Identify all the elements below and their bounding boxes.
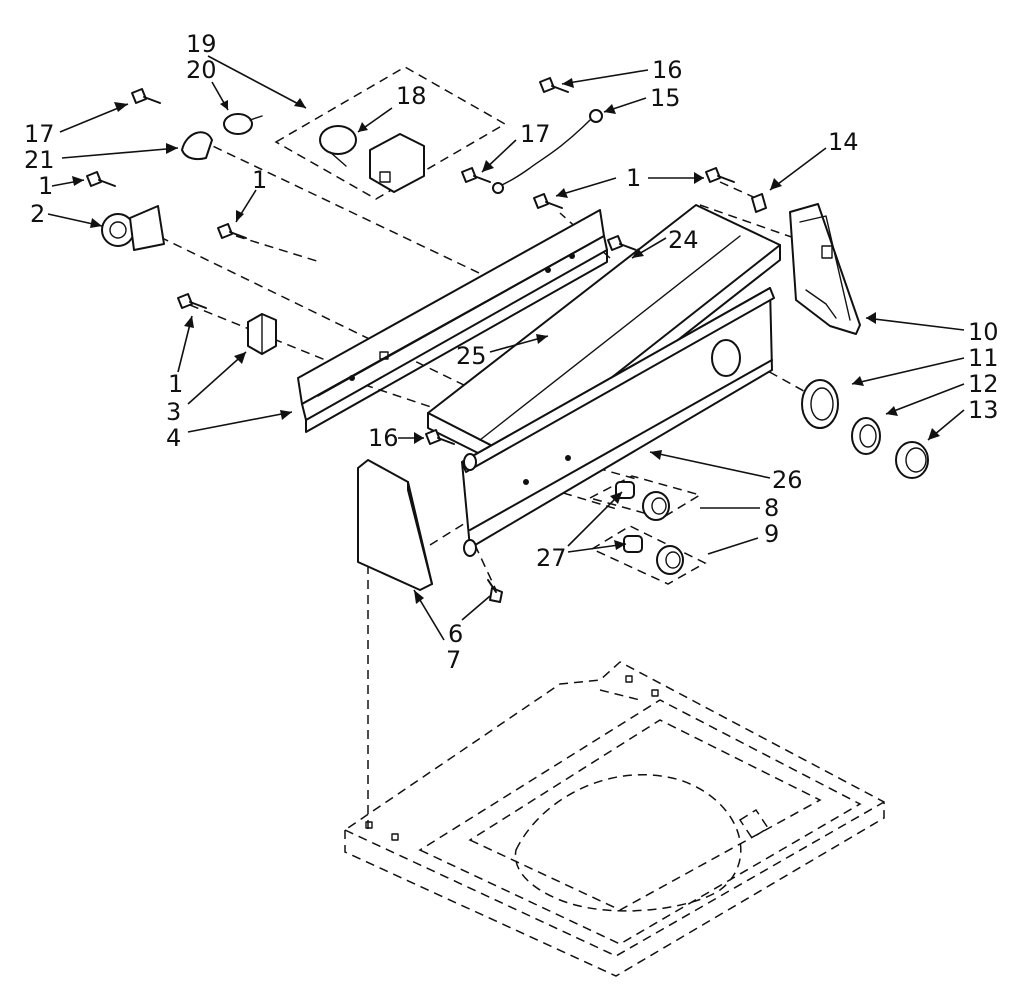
washer-top [344,661,885,977]
callout-16: 16 [368,424,399,452]
screw [539,77,569,93]
ground-wire [492,109,603,194]
retainer-clip [751,193,767,213]
screw [487,579,503,603]
callout-21: 21 [24,146,55,174]
callout-1: 1 [38,172,53,200]
callout-16: 16 [652,56,683,84]
callout-7: 7 [446,646,461,674]
callout-9: 9 [764,520,779,548]
callout-2: 2 [30,200,45,228]
console-panel [297,209,608,433]
knob-large [895,441,929,479]
callout-27: 27 [536,544,567,572]
leader-lines [47,55,965,641]
screw [607,235,637,251]
alignment-line [159,236,471,389]
callout-25: 25 [456,342,487,370]
callout-26: 26 [772,466,803,494]
skirt-ring [851,417,881,455]
switch-block [369,133,425,193]
panel-hole [711,339,741,377]
callout-12: 12 [968,370,999,398]
callout-4: 4 [166,424,181,452]
end-cap-right [789,203,861,335]
callout-1: 1 [626,164,641,192]
alignment-line [235,235,321,263]
callout-labels: 19 20 18 17 21 1 2 1 16 15 17 1 14 24 10… [24,30,999,674]
screw [217,223,247,239]
seal-ring [801,379,839,429]
screw [705,167,735,183]
callout-13: 13 [968,396,999,424]
screw [177,293,207,309]
callout-10: 10 [968,318,999,346]
control-panel [461,287,775,557]
timer-switch [101,205,165,251]
screw [131,88,161,104]
screw [86,171,116,187]
end-cap-left [357,459,433,591]
bracket [247,313,277,355]
group-box-9 [590,525,707,585]
alignment-line [474,544,497,591]
callout-17: 17 [520,120,551,148]
knob-8 [642,491,670,521]
clip [181,131,213,160]
alignment-line [699,204,801,241]
callout-15: 15 [650,84,681,112]
callout-20: 20 [186,56,217,84]
callout-18: 18 [396,82,427,110]
screw [425,429,455,445]
callout-24: 24 [668,226,699,254]
bushing-lower [623,535,643,553]
callout-3: 3 [166,398,181,426]
screw [461,167,491,183]
callout-1: 1 [252,166,267,194]
motor [319,125,357,167]
callout-19: 19 [186,30,217,58]
callout-6: 6 [448,620,463,648]
callout-17: 17 [24,120,55,148]
group-box-18-19 [274,66,507,200]
callout-8: 8 [764,494,779,522]
callout-14: 14 [828,128,859,156]
callout-1: 1 [168,370,183,398]
alignment-line [199,139,501,284]
callout-11: 11 [968,344,999,372]
capacitor [223,113,263,135]
screw [533,193,563,209]
alignment-line [429,519,471,546]
alignment-line [189,304,351,371]
knob-9 [656,545,684,575]
